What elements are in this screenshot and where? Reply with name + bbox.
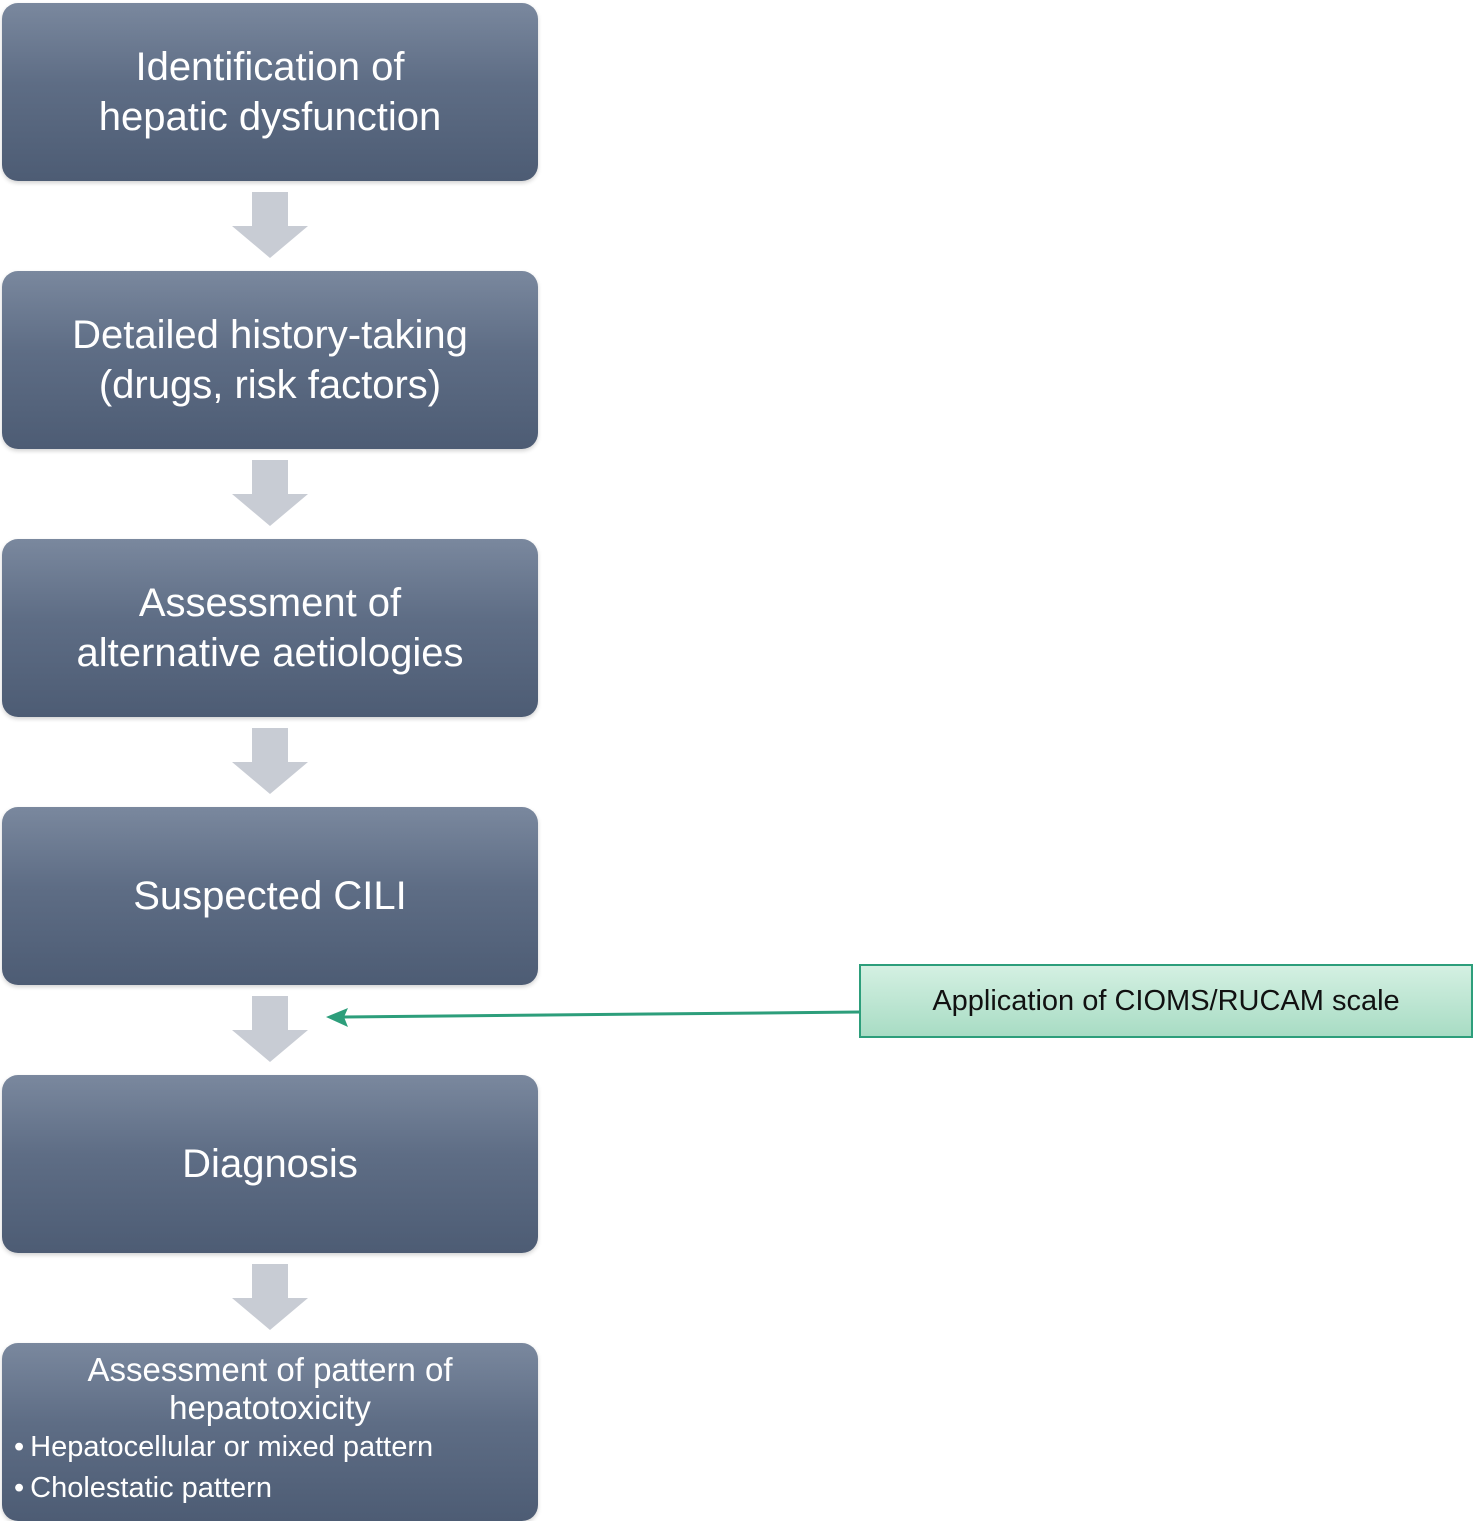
bullet-cholestatic: •Cholestatic pattern [12, 1468, 528, 1509]
down-arrow-icon [232, 460, 308, 526]
final-title-line: hepatotoxicity [169, 1389, 371, 1426]
step-line: Diagnosis [182, 1142, 358, 1186]
bullet-dot-icon: • [14, 1472, 25, 1504]
bullet-hepatocellular: •Hepatocellular or mixed pattern [12, 1427, 528, 1468]
step-history-taking: Detailed history-taking (drugs, risk fac… [2, 271, 538, 449]
step-line: Assessment of [138, 581, 402, 625]
step-alternative-aetiologies: Assessment of alternative aetiologies [2, 539, 538, 717]
down-arrow-icon [232, 728, 308, 794]
step-identification: Identification of hepatic dysfunction [2, 3, 538, 181]
final-title-line: Assessment of pattern of [87, 1351, 453, 1388]
step-line: (drugs, risk factors) [98, 363, 442, 407]
bullet-text: Cholestatic pattern [30, 1472, 272, 1504]
step-diagnosis: Diagnosis [2, 1075, 538, 1253]
step-line: alternative aetiologies [76, 631, 464, 675]
step-pattern-assessment: Assessment of pattern of hepatotoxicity … [2, 1343, 538, 1521]
step-line: Suspected CILI [133, 874, 407, 918]
callout-label: Application of CIOMS/RUCAM scale [932, 984, 1400, 1017]
step-line: hepatic dysfunction [98, 95, 442, 139]
down-arrow-icon [232, 1264, 308, 1330]
bullet-text: Hepatocellular or mixed pattern [30, 1431, 434, 1463]
step-line: Identification of [135, 45, 405, 89]
step-line: Detailed history-taking [72, 313, 468, 357]
callout-cioms-rucam: Application of CIOMS/RUCAM scale [859, 964, 1473, 1038]
step-suspected-cili: Suspected CILI [2, 807, 538, 985]
connector-arrow-icon [326, 1008, 861, 1027]
bullet-dot-icon: • [14, 1431, 25, 1463]
down-arrow-icon [232, 996, 308, 1062]
down-arrow-icon [232, 192, 308, 258]
